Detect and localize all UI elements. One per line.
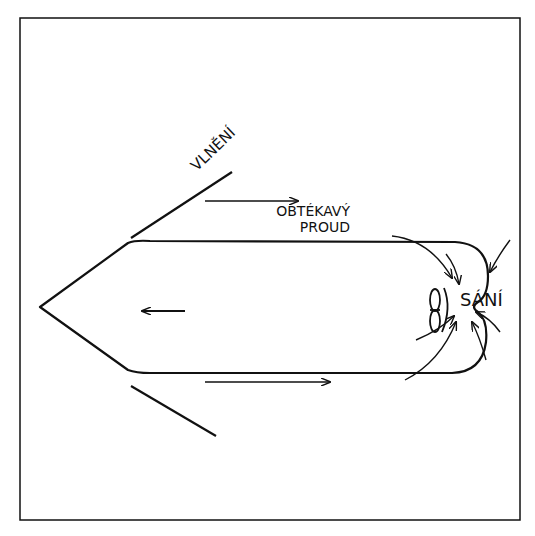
flow-label: OBTÉKAVÝ PROUD <box>230 203 350 235</box>
frame <box>20 18 520 520</box>
hull-outline <box>40 241 488 373</box>
wave-label: VLNĚNÍ <box>188 124 240 175</box>
wave-line <box>131 386 216 436</box>
flow-arrow <box>205 200 298 202</box>
suction-arrows <box>392 236 510 380</box>
suction-label: SÁNÍ <box>460 290 503 311</box>
wave-line <box>131 172 232 238</box>
propeller-symbol <box>430 289 440 332</box>
motion-arrow <box>142 310 185 312</box>
flow-arrow <box>205 381 330 383</box>
